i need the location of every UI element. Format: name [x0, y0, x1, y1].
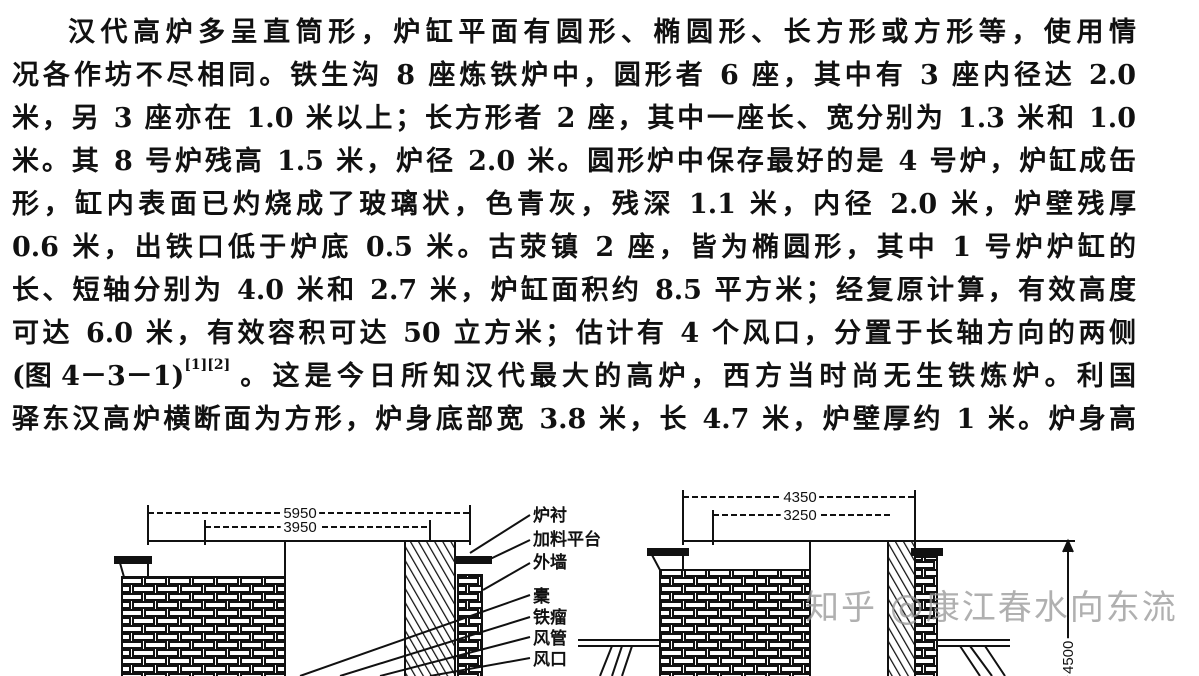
label-charging-platform: 加料平台 [532, 529, 601, 550]
diagram-labels: 炉衬 加料平台 外墙 橐 铁瘤 风管 风口 [532, 505, 601, 670]
label-lining: 炉衬 [533, 505, 567, 526]
dimension-label: 5950 [283, 505, 316, 522]
text-line: 驿东汉高炉横断面为方形，炉身底部宽 3.8 米，长 4.7 米，炉壁厚约 1 米… [12, 404, 1136, 435]
watermark: 知乎 @康江春水向东流 [805, 588, 1178, 628]
dimension-label: 4350 [783, 489, 816, 506]
text-line: 况各作坊不尽相同。铁生沟 8 座炼铁炉中，圆形者 6 座，其中有 3 座内径达 … [12, 60, 1136, 91]
right-furnace [578, 490, 1075, 676]
left-furnace [114, 505, 531, 676]
text-line-rest: 。这是今日所知汉代最大的高炉，西方当时尚无生铁炼炉。利国 [240, 361, 1136, 392]
label-tuyere: 风口 [533, 650, 567, 670]
label-outer-wall: 外墙 [533, 552, 567, 573]
dimension-label: 3950 [283, 519, 316, 536]
text-line: 汉代高炉多呈直筒形，炉缸平面有圆形、椭圆形、长方形或方形等，使用情 [68, 17, 1136, 48]
text-line: 0.6 米，出铁口低于炉底 0.5 米。古荥镇 2 座，皆为椭圆形，其中 1 号… [12, 232, 1136, 263]
text-line: 长、短轴分别为 4.0 米和 2.7 米，炉缸面积约 8.5 平方米；经复原计算… [12, 275, 1136, 306]
text-line: 米。其 8 号炉残高 1.5 米，炉径 2.0 米。圆形炉中保存最好的是 4 号… [12, 146, 1136, 177]
text-line: 米，另 3 座亦在 1.0 米以上；长方形者 2 座，其中一座长、宽分别为 1.… [12, 103, 1136, 134]
right-dimensions: 4350 3250 4500 [780, 486, 1080, 676]
left-dimensions: 5950 3950 [280, 502, 319, 539]
furnace-diagram: 5950 3950 炉衬 加料平台 外墙 橐 铁瘤 风管 风口 4350 325… [114, 486, 1080, 676]
citation: [1][2] [184, 357, 231, 373]
figure-reference: (图 4－3－1) [12, 361, 185, 392]
text-line: (图 4－3－1)[1][2] 。这是今日所知汉代最大的高炉，西方当时尚无生铁炼炉… [12, 357, 1136, 394]
label-iron-accretion: 铁瘤 [533, 607, 567, 628]
dimension-label: 3250 [783, 507, 816, 524]
text-line: 可达 6.0 米，有效容积可达 50 立方米；估计有 4 个风口，分置于长轴方向… [12, 318, 1136, 349]
dimension-label: 4500 [1060, 641, 1077, 674]
label-bellows: 橐 [532, 586, 551, 607]
label-blast-pipe: 风管 [533, 628, 567, 649]
text-line: 形，缸内表面已灼烧成了玻璃状，色青灰，残深 1.1 米，内径 2.0 米，炉壁残… [12, 189, 1136, 220]
